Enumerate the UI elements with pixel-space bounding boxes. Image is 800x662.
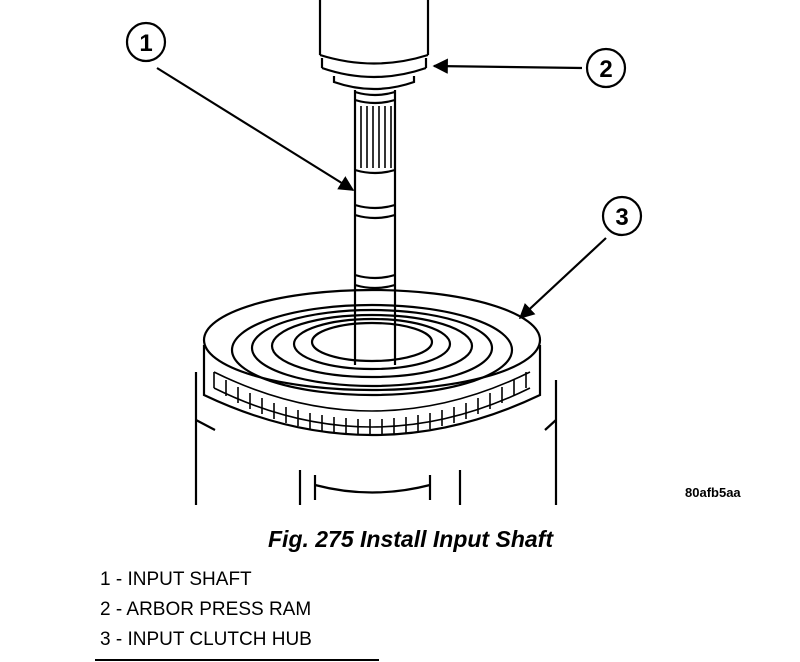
legend-list: 1 - INPUT SHAFT 2 - ARBOR PRESS RAM 3 - … <box>100 568 312 658</box>
callout-circle-3 <box>601 195 643 237</box>
figure-code: 80afb5aa <box>685 485 741 500</box>
support-block <box>194 372 558 505</box>
arbor-press-ram <box>318 0 430 91</box>
input-shaft <box>353 90 397 365</box>
leader-arrow-2 <box>432 58 583 74</box>
legend-item: 2 - ARBOR PRESS RAM <box>100 599 312 620</box>
callout-label-1: 1 <box>139 30 152 57</box>
callout-label-2: 2 <box>599 56 612 83</box>
callout-label-3: 3 <box>615 204 628 231</box>
divider-line <box>95 659 379 661</box>
leader-arrow-3 <box>518 237 607 320</box>
callout-circle-2 <box>585 47 627 89</box>
legend-item: 1 - INPUT SHAFT <box>100 569 252 590</box>
leader-arrow-1 <box>156 67 355 191</box>
input-clutch-hub <box>202 288 542 436</box>
input-shaft-install-diagram: 1 2 3 <box>125 0 643 505</box>
legend-item: 3 - INPUT CLUTCH HUB <box>100 629 312 650</box>
figure-caption: Fig. 275 Install Input Shaft <box>268 526 553 552</box>
callout-circle-1 <box>125 21 167 63</box>
